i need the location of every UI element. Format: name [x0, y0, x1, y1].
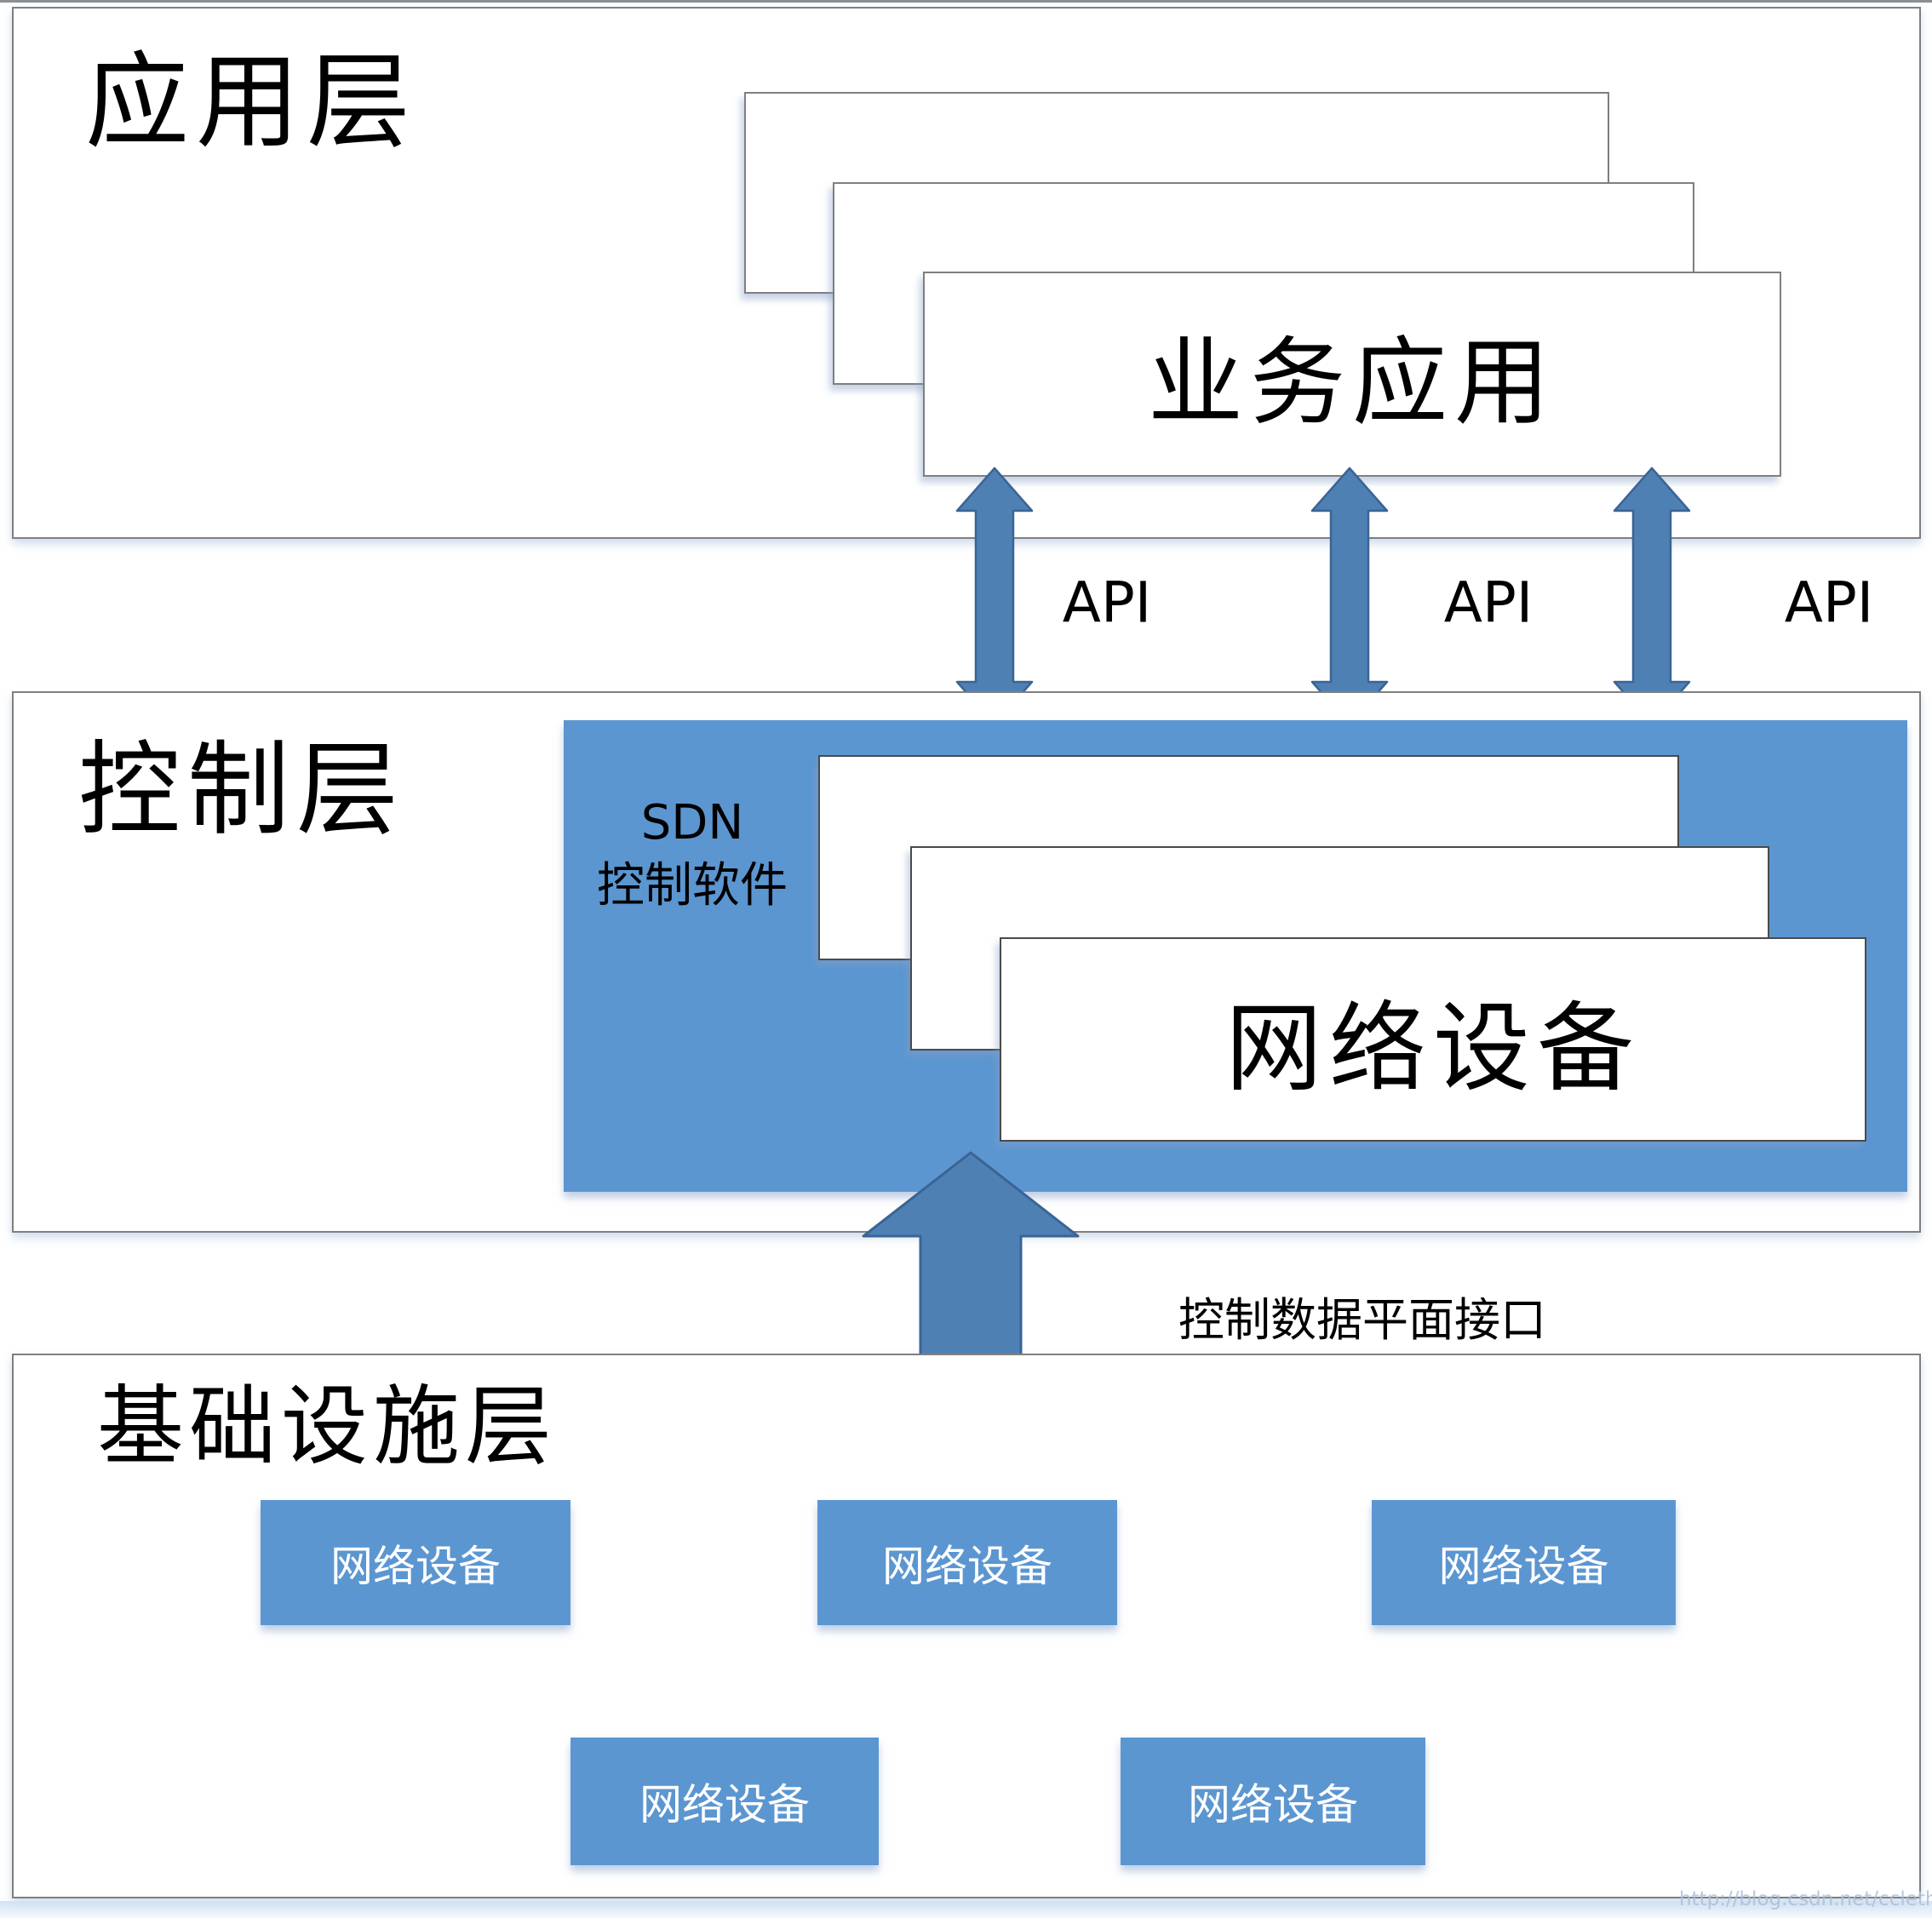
network-device-box-r1c2: 网络设备 — [817, 1500, 1117, 1625]
api-label-1: API — [1062, 570, 1152, 636]
business-app-label: 业务应用 — [1148, 327, 1556, 438]
api-arrow-3-icon — [1613, 467, 1691, 726]
infrastructure-layer-label: 基础设施层 — [97, 1377, 557, 1478]
network-device-front-label: 网络设备 — [1224, 991, 1641, 1105]
bottom-shadow-strip — [0, 1901, 1932, 1918]
top-edge-line — [0, 0, 1932, 3]
sdn-label-line2: 控制软件 — [597, 858, 788, 913]
device-label: 网络设备 — [882, 1541, 1052, 1591]
interface-note-line1: 控制数据平面接口 — [1178, 1293, 1546, 1347]
device-label: 网络设备 — [1438, 1541, 1609, 1591]
api-arrow-2-icon — [1310, 467, 1389, 726]
business-app-box-front: 业务应用 — [923, 272, 1781, 477]
network-device-box-r2c2: 网络设备 — [1121, 1738, 1425, 1865]
network-device-box-r1c3: 网络设备 — [1372, 1500, 1676, 1625]
device-label: 网络设备 — [1188, 1780, 1358, 1829]
application-layer-label: 应用层 — [85, 42, 417, 163]
control-layer-label: 控制层 — [78, 731, 405, 850]
network-device-box-front: 网络设备 — [1000, 937, 1866, 1142]
sdn-label-line1: SDN — [640, 795, 744, 850]
sdn-control-software-label: SDN 控制软件 — [564, 792, 821, 918]
api-label-3: API — [1784, 570, 1874, 636]
infrastructure-layer-container — [12, 1354, 1921, 1898]
watermark-url: http://blog.csdn.net/cclethe — [1679, 1888, 1932, 1910]
api-arrow-1-icon — [955, 467, 1034, 726]
api-label-2: API — [1443, 570, 1534, 636]
device-label: 网络设备 — [639, 1780, 810, 1829]
network-device-box-r1c1: 网络设备 — [261, 1500, 570, 1625]
network-device-box-r2c1: 网络设备 — [570, 1738, 879, 1865]
device-label: 网络设备 — [330, 1541, 501, 1591]
